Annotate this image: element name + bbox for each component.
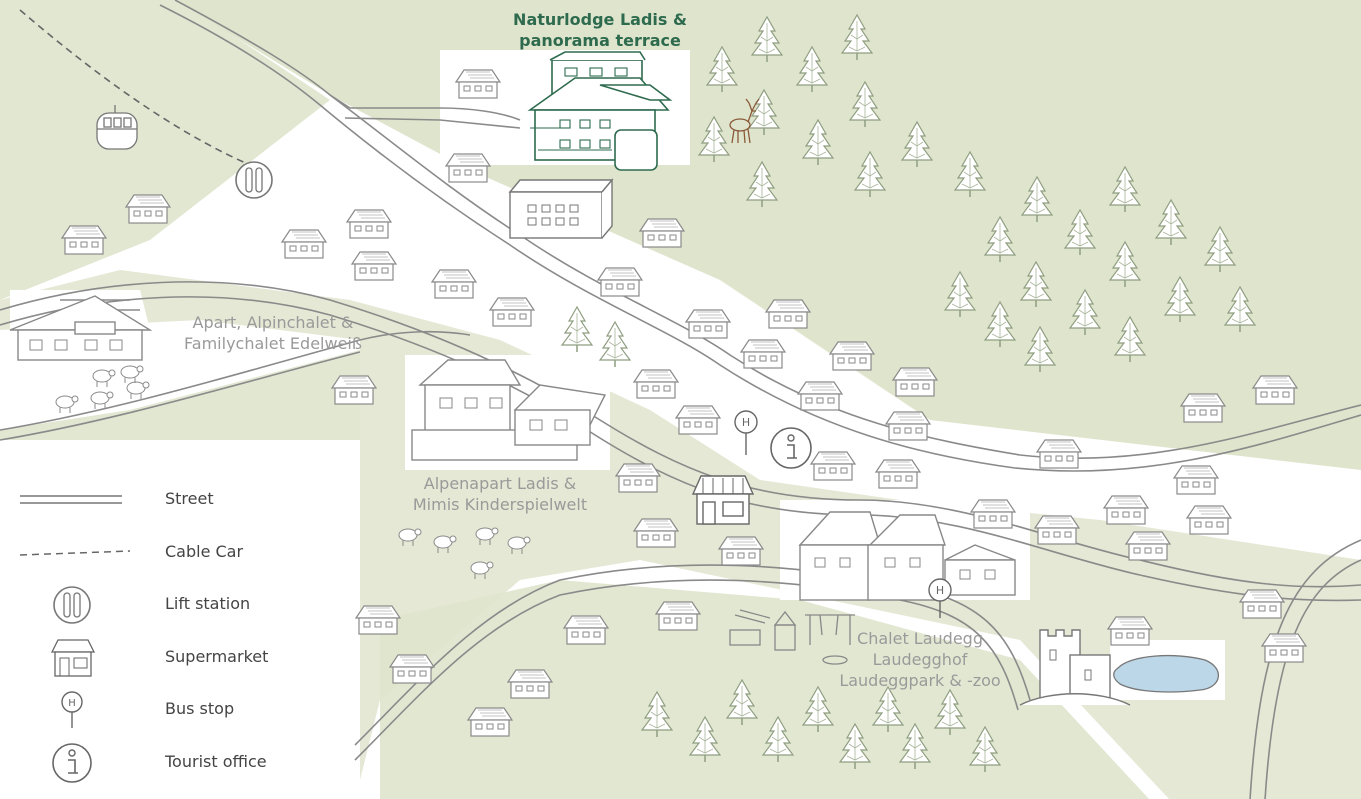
house-drawing (1252, 375, 1298, 405)
lake (1113, 654, 1219, 693)
house-drawing (1186, 505, 1232, 535)
house-drawing (125, 194, 171, 224)
legend-cable-car: Cable Car (14, 533, 314, 586)
animal-drawing (55, 395, 79, 414)
alpenapart-building (411, 359, 607, 461)
svg-text:H: H (936, 584, 944, 597)
house-drawing (467, 707, 513, 737)
bus-stop-marker: H (734, 410, 758, 455)
house-drawing (685, 309, 731, 339)
house-drawing (1239, 589, 1285, 619)
naturlodge-label: Naturlodge Ladis & panorama terrace (513, 10, 687, 50)
supermarket-marker (691, 475, 755, 525)
house-drawing (1034, 515, 1080, 545)
tree-drawing (561, 306, 593, 353)
house-drawing (61, 225, 107, 255)
legend-supermarket: Supermarket (14, 638, 314, 691)
bus-stop-marker-2: H (928, 578, 952, 618)
playground-drawing (729, 609, 855, 665)
panorama-terrace-building (508, 178, 614, 239)
house-drawing (892, 367, 938, 397)
animal-drawing (120, 365, 144, 384)
house-drawing (455, 69, 501, 99)
chalet-laudegg-label: Chalet Laudegg Laudegghof Laudeggpark & … (839, 629, 1001, 690)
house-drawing (331, 375, 377, 405)
animal-drawing (126, 381, 150, 400)
house-drawing (633, 369, 679, 399)
house-drawing (810, 451, 856, 481)
house-drawing (675, 405, 721, 435)
house-drawing (797, 381, 843, 411)
svg-text:H: H (68, 698, 76, 709)
house-drawing (1261, 633, 1307, 663)
house-drawing (1103, 495, 1149, 525)
deer-drawing (729, 98, 760, 144)
house-drawing (1173, 465, 1219, 495)
house-drawing (389, 654, 435, 684)
tourist-office-icon (52, 742, 92, 783)
house-drawing (1036, 439, 1082, 469)
house-drawing (829, 341, 875, 371)
lift-station-icon (53, 586, 91, 624)
house-drawing (970, 499, 1016, 529)
house-drawing (281, 229, 327, 259)
tree-drawing (599, 321, 631, 368)
legend-bus-stop: H Bus stop (14, 690, 314, 743)
legend-street: Street (14, 480, 314, 533)
svg-text:H: H (742, 416, 750, 429)
cable-car-gondola (96, 105, 138, 150)
house-drawing (718, 536, 764, 566)
map-legend: Street Cable Car Lift station Supermarke… (14, 480, 314, 795)
lift-station-marker (235, 161, 273, 199)
animal-drawing (90, 391, 114, 410)
house-drawing (875, 459, 921, 489)
house-drawing (740, 339, 786, 369)
house-drawing (351, 251, 397, 281)
house-drawing (765, 299, 811, 329)
house-drawing (355, 605, 401, 635)
alpinchalet-building (9, 295, 153, 361)
house-drawing (885, 411, 931, 441)
cable-car-line (19, 9, 251, 166)
cable-car-icon (19, 549, 131, 556)
house-drawing (445, 153, 491, 183)
house-drawing (431, 269, 477, 299)
bus-stop-icon: H (61, 691, 83, 728)
chalet-laudegg-building (798, 511, 1016, 601)
alpenapart-label: Alpenapart Ladis & Mimis Kinderspielwelt (412, 474, 588, 514)
legend-tourist-office: Tourist office (14, 742, 314, 796)
animal-drawing (92, 369, 116, 388)
tourist-office-marker (770, 427, 812, 469)
castle-drawing (1019, 629, 1131, 706)
naturlodge-building (527, 51, 673, 171)
house-drawing (1180, 393, 1226, 423)
house-drawing (633, 518, 679, 548)
house-drawing (563, 615, 609, 645)
supermarket-icon (50, 638, 96, 677)
apart-alpinchalet-label: Apart, Alpinchalet & Familychalet Edelwe… (184, 313, 362, 353)
house-drawing (639, 218, 685, 248)
house-drawing (1125, 531, 1171, 561)
house-drawing (507, 669, 553, 699)
street-icon (20, 495, 122, 504)
house-drawing (1107, 616, 1153, 646)
house-drawing (346, 209, 392, 239)
house-drawing (489, 297, 535, 327)
house-drawing (655, 601, 701, 631)
house-drawing (615, 463, 661, 493)
legend-lift-station: Lift station (14, 585, 314, 638)
house-drawing (597, 267, 643, 297)
